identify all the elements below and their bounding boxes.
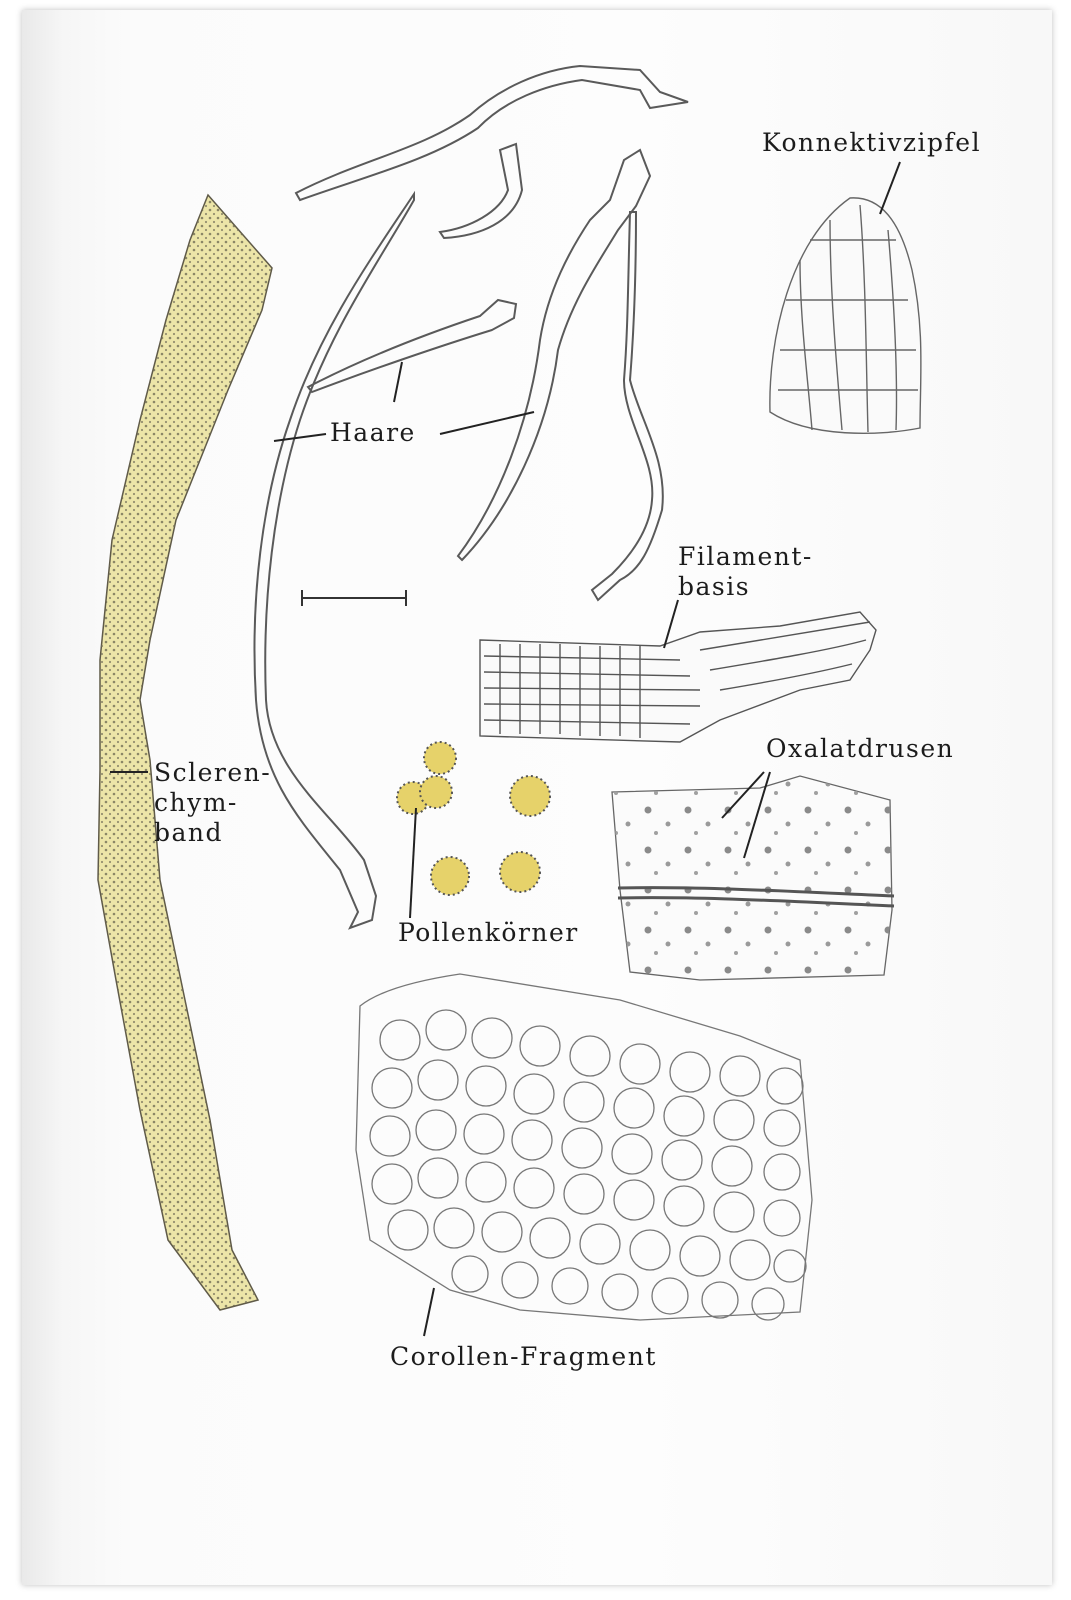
hair-right bbox=[592, 212, 663, 600]
hair-long-left bbox=[254, 194, 414, 928]
label-sklerenchymband: Scleren- chym- band bbox=[154, 758, 271, 848]
label-filamentbasis-line2: basis bbox=[678, 572, 813, 602]
label-corollen-fragment: Corollen-Fragment bbox=[390, 1342, 657, 1372]
label-filamentbasis: Filament- basis bbox=[678, 542, 813, 602]
hair-top bbox=[296, 66, 688, 200]
label-sklerenchym-line3: band bbox=[154, 818, 271, 848]
corolla-fragment-drawing bbox=[356, 974, 812, 1320]
pollen-grain bbox=[420, 776, 452, 808]
label-oxalatdrusen: Oxalatdrusen bbox=[766, 734, 954, 764]
leader-haare-left bbox=[274, 434, 326, 441]
leader-corolla bbox=[424, 1288, 434, 1336]
label-konnektivzipfel: Konnektivzipfel bbox=[762, 128, 981, 158]
leader-haare-middle bbox=[394, 362, 402, 402]
scale-bar bbox=[302, 590, 406, 606]
leader-pollen bbox=[410, 808, 416, 918]
label-pollenkoerner: Pollenkörner bbox=[398, 918, 579, 948]
oxalate-tissue-drawing bbox=[612, 776, 894, 980]
label-haare: Haare bbox=[330, 418, 416, 448]
sclerenchyma-band bbox=[98, 195, 272, 1310]
pollen-grains bbox=[397, 742, 550, 895]
hair-long-center bbox=[458, 150, 650, 560]
hair-middle-diagonal bbox=[308, 300, 516, 392]
label-filamentbasis-line1: Filament- bbox=[678, 542, 813, 572]
hair-small-curved bbox=[440, 144, 522, 238]
pollen-grain bbox=[431, 857, 469, 895]
leader-konnektivzipfel bbox=[880, 162, 900, 214]
filament-base-drawing bbox=[480, 612, 876, 742]
pollen-grain bbox=[500, 852, 540, 892]
label-sklerenchym-line1: Scleren- bbox=[154, 758, 271, 788]
pollen-grain bbox=[424, 742, 456, 774]
pollen-grain bbox=[510, 776, 550, 816]
label-sklerenchym-line2: chym- bbox=[154, 788, 271, 818]
konnektivzipfel-drawing bbox=[770, 198, 921, 433]
